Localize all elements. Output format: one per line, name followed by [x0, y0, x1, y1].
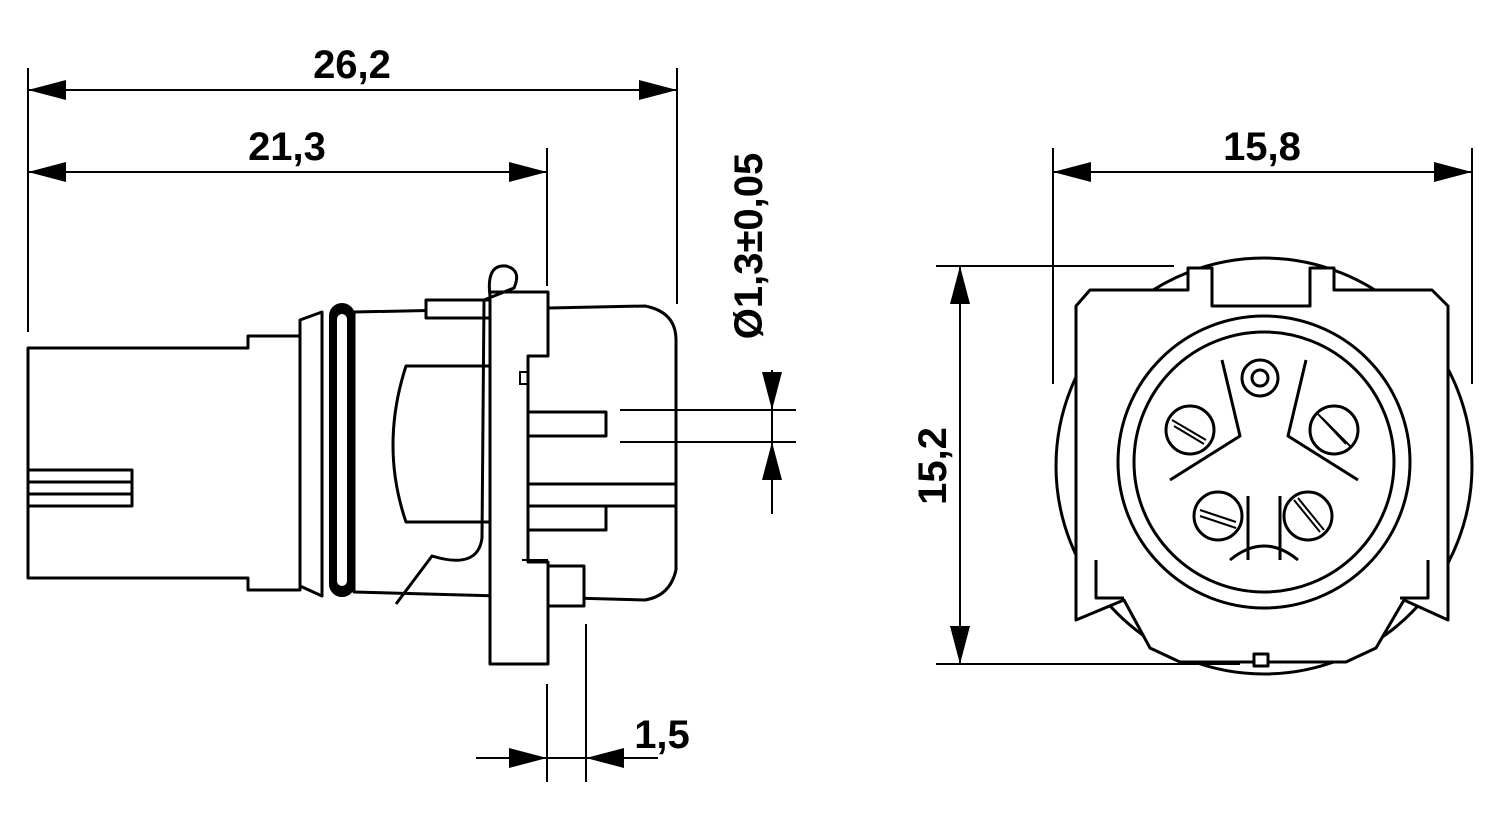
- flange-plate: [488, 290, 550, 666]
- arrow: [639, 80, 677, 100]
- contact-pin-middle: [518, 482, 678, 508]
- insert-web: [1169, 359, 1359, 562]
- side-view: [26, 264, 678, 666]
- rear-plug-body: [26, 334, 302, 592]
- contact-screw-1: [1164, 404, 1216, 456]
- collar: [298, 310, 324, 598]
- front-view: [1054, 256, 1474, 676]
- dim-label-pin-diameter: Ø1,3±0,05: [727, 153, 771, 340]
- contact-screw-2: [1308, 404, 1360, 456]
- arrow: [950, 626, 970, 664]
- inner-dome: [391, 364, 522, 524]
- contact-insert-inner: [1132, 330, 1396, 594]
- o-ring-inner: [337, 314, 347, 586]
- arrow: [509, 162, 547, 182]
- arrow: [28, 162, 66, 182]
- dim-label-front-width: 15,8: [1223, 125, 1301, 169]
- arrow: [1053, 162, 1091, 182]
- arrow: [950, 266, 970, 304]
- dim-label-flange-thickness: 1,5: [634, 713, 690, 757]
- retaining-wire: [394, 264, 519, 605]
- arrow: [509, 748, 547, 768]
- bottom-pin: [1252, 652, 1270, 668]
- flange-detail: [519, 371, 548, 561]
- dimension-labels: 26,2 21,3 Ø1,3±0,05 1,5 15,8 15,2: [248, 43, 1301, 757]
- rear-latch-slot: [28, 468, 134, 508]
- left-foot: [1094, 560, 1124, 600]
- dim-label-front-height: 15,2: [911, 427, 955, 505]
- arrow: [586, 748, 624, 768]
- arrow: [28, 80, 66, 100]
- contact-screw-3: [1192, 490, 1244, 542]
- coding-pin: [1240, 358, 1280, 398]
- contact-insert-outer: [1116, 314, 1412, 610]
- contact-pin-upper: [518, 410, 608, 438]
- arrow: [762, 442, 782, 480]
- right-foot: [1400, 560, 1430, 600]
- dim-label-overall-length: 26,2: [313, 43, 391, 87]
- dimension-lines: [27, 68, 1473, 782]
- contact-pin-lower: [518, 504, 608, 532]
- contact-screw-4: [1282, 490, 1334, 542]
- solder-pin: [546, 564, 586, 608]
- arrow: [1434, 162, 1472, 182]
- flange-tab: [424, 298, 492, 320]
- coding-pin-core: [1250, 368, 1270, 388]
- dim-label-body-length: 21,3: [248, 125, 326, 169]
- arrow: [762, 372, 782, 410]
